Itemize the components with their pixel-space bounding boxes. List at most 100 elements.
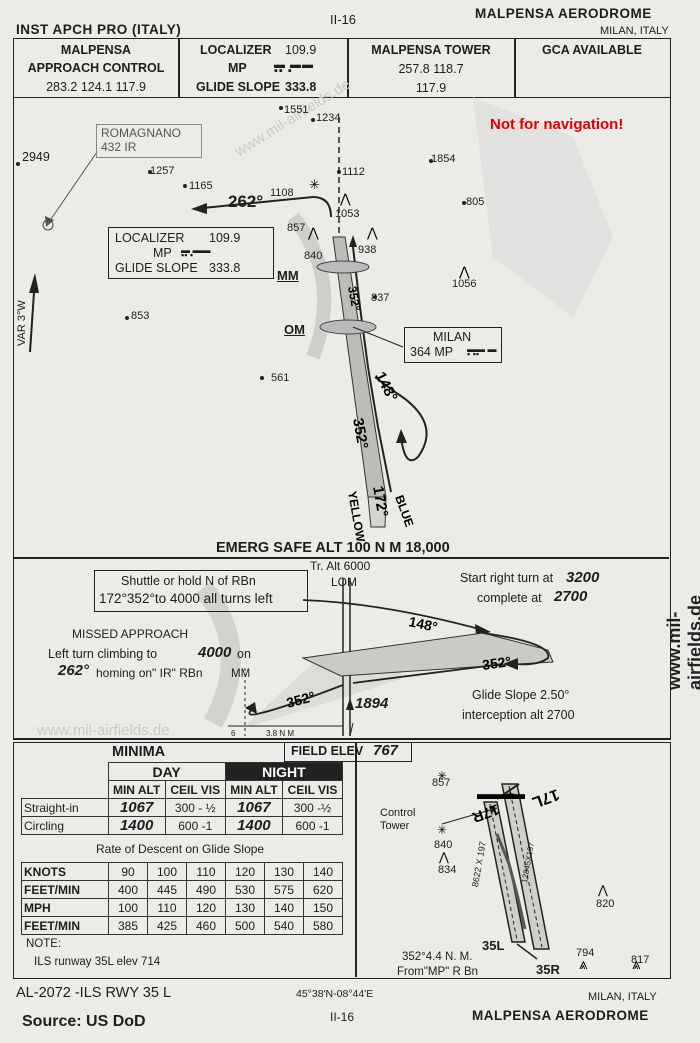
- ap-elev-817: 817: [631, 954, 650, 966]
- fpm-cell: 530: [225, 880, 265, 899]
- knots-cell: 130: [264, 862, 304, 881]
- loc-box-freq: 109.9: [209, 231, 241, 245]
- night-min-alt: 1067: [224, 798, 284, 817]
- svg-text:⋀: ⋀: [597, 883, 608, 897]
- svg-text:172°: 172°: [369, 485, 391, 519]
- morse-code-icon: ▬ ▬▬▪▪ ▪: [274, 59, 315, 77]
- elev-938: 938: [358, 244, 377, 256]
- mph-cell: 120: [186, 898, 226, 917]
- missed-on: on: [237, 647, 251, 661]
- elev-1551: 1551: [284, 104, 309, 116]
- ap-elev-840: 840: [434, 839, 453, 851]
- not-for-navigation: Not for navigation!: [490, 116, 624, 133]
- fpm-cell: 580: [303, 916, 343, 935]
- distance-6: 6: [231, 729, 236, 738]
- divider: [355, 742, 357, 977]
- row-label: Straight-in: [21, 798, 109, 817]
- loc-label: LOCALIZER: [200, 43, 272, 57]
- elev-1234: 1234: [316, 112, 341, 124]
- svg-text:352°: 352°: [285, 688, 317, 711]
- rwy-35l-label: 35L: [482, 938, 505, 953]
- rwy-35r-label: 35R: [536, 962, 560, 977]
- morse-code-icon: ▬▬ ▬▪ ▪▪: [467, 344, 497, 359]
- holding-box: Shuttle or hold N of RBn 172°352°to 4000…: [94, 570, 308, 612]
- svg-text:⩓: ⩓: [632, 956, 641, 973]
- divider: [178, 38, 180, 98]
- mm-marker-label: MM: [277, 268, 299, 283]
- elev-857: 857: [287, 222, 306, 234]
- transition-altitude: Tr. Alt 6000: [310, 559, 371, 573]
- milan-name: MILAN: [433, 330, 472, 344]
- fix-from: From"MP" R Bn: [397, 966, 479, 978]
- table-row: Circling 1400 600 -1 1400 600 -1: [21, 816, 343, 835]
- minima-table: DAY NIGHT MIN ALT CEIL VIS MIN ALT CEIL …: [21, 762, 344, 835]
- minima-title: MINIMA: [112, 744, 166, 760]
- romagnano-name: ROMAGNANO: [101, 126, 182, 140]
- day-min-alt: 1400: [107, 816, 166, 835]
- header-location: MILAN, ITALY: [600, 25, 669, 37]
- elev-1108: 1108: [270, 187, 294, 199]
- mph-cell: 140: [264, 898, 304, 917]
- svg-text:YELLOW: YELLOW: [345, 490, 368, 544]
- fpm-label: FEET/MIN: [21, 880, 109, 899]
- table-row: MPH 100 110 120 130 140 150: [21, 898, 343, 917]
- night-header: NIGHT: [224, 762, 344, 781]
- fpm-cell: 385: [108, 916, 148, 935]
- milan-freq: 364 MP: [410, 345, 454, 359]
- night-min-alt: 1400: [224, 816, 284, 835]
- header-page-number: II-16: [330, 12, 357, 27]
- svg-text:▬▬▬: ▬▬▬: [477, 786, 525, 803]
- elev-837: 837: [371, 292, 390, 304]
- rate-of-descent-title: Rate of Descent on Glide Slope: [96, 842, 265, 856]
- tower-freqs2: 117.9: [415, 81, 447, 95]
- loc-box-gs: GLIDE SLOPE: [115, 261, 198, 275]
- elev-1257: 1257: [150, 165, 175, 177]
- row-label: Circling: [21, 816, 109, 835]
- note-title: NOTE:: [26, 938, 62, 950]
- knots-cell: 110: [186, 862, 226, 881]
- watermark-side: www.mil-airfields.de: [664, 594, 700, 690]
- day-header: DAY: [107, 762, 226, 781]
- svg-text:148°: 148°: [371, 369, 400, 404]
- complete-text: complete at: [477, 591, 542, 605]
- tower-freqs1: 257.8 118.7: [398, 62, 464, 76]
- col-min-alt-day: MIN ALT: [107, 780, 166, 799]
- approach-control-name2: APPROACH CONTROL: [27, 61, 165, 75]
- fix-dist: 352°4.4 N. M.: [402, 951, 473, 963]
- svg-text:★: ★: [505, 788, 516, 802]
- elev-2949: 2949: [22, 150, 50, 164]
- distance-label: 3.8 N M: [266, 729, 295, 738]
- elev-840: 840: [304, 250, 323, 262]
- ap-elev-857: 857: [432, 777, 451, 789]
- source-credit: Source: US DoD: [22, 1013, 146, 1030]
- fpm-cell: 575: [264, 880, 304, 899]
- loc-freq: 109.9: [285, 43, 317, 57]
- shuttle-line2: 172°352°to 4000 all turns left: [99, 591, 273, 606]
- variation-label: VAR 3°W: [16, 300, 28, 346]
- col-ceil-vis-day: CEIL VIS: [164, 780, 226, 799]
- table-row: FEET/MIN 400 445 490 530 575 620: [21, 880, 343, 899]
- missed-line2: homing on" IR" RBn: [96, 666, 203, 680]
- approach-control-freqs: 283.2 124.1 117.9: [46, 80, 146, 94]
- ap-elev-794: 794: [576, 947, 595, 959]
- field-elev-value: 767: [373, 742, 399, 759]
- fpm-cell: 445: [147, 880, 187, 899]
- chart-title: INST APCH PRO (ITALY): [16, 22, 182, 37]
- localizer-box: LOCALIZER 109.9 MP ▬ ▬▬▪▪ ▪ GLIDE SLOPE …: [108, 227, 274, 279]
- divider: [347, 38, 349, 98]
- svg-text:✳: ✳: [437, 769, 447, 783]
- svg-text:⋀: ⋀: [339, 191, 351, 206]
- plan-view-diagram: ✳ ⋀ ⋀ ⋀ ⋀ 352° 352° 148° 172° YELLOW BLU…: [16, 97, 613, 544]
- gs-freq: 333.8: [285, 80, 317, 94]
- romagnano-box: ROMAGNANO 432 IR: [96, 124, 202, 158]
- ap-elev-834: 834: [438, 864, 457, 876]
- missed-heading: 262°: [58, 662, 90, 679]
- om-marker-label: OM: [284, 322, 305, 337]
- svg-text:148°: 148°: [407, 613, 439, 635]
- table-row: Straight-in 1067 300 - ½ 1067 300 -½: [21, 798, 343, 817]
- mph-cell: 100: [108, 898, 148, 917]
- svg-text:352°: 352°: [345, 285, 363, 312]
- romagnano-freq: 432 IR: [101, 140, 137, 154]
- gca-available: GCA AVAILABLE: [542, 43, 642, 57]
- field-elev-box: FIELD ELEV 767: [284, 742, 412, 762]
